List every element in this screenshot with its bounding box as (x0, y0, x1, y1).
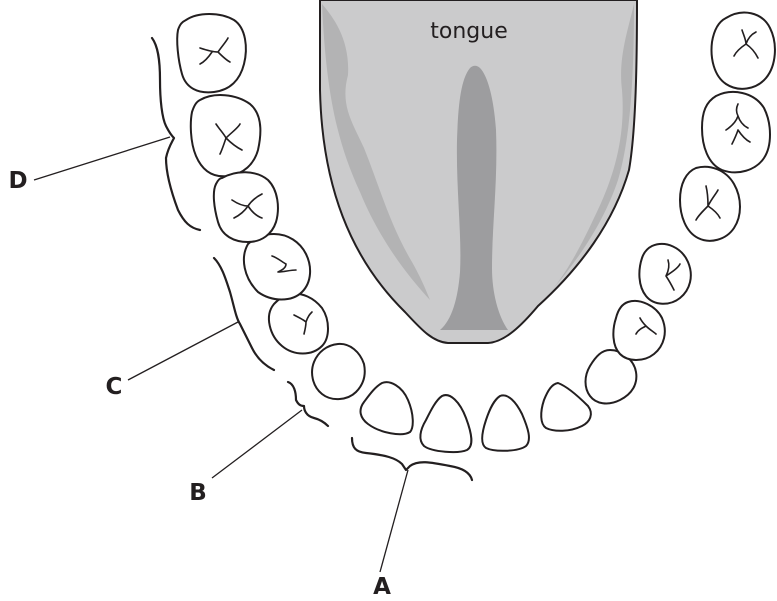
tongue-label: tongue (430, 19, 507, 44)
leader-d (34, 137, 170, 180)
molar-right-third (712, 13, 775, 89)
premolar-left-second (244, 234, 310, 300)
canines (312, 344, 636, 404)
molar-left-second (191, 95, 261, 176)
label-d: D (8, 168, 27, 194)
incisor-left-central (420, 395, 471, 452)
premolar-right-second (639, 244, 690, 304)
leader-a (380, 470, 408, 572)
premolar-left-first (269, 294, 328, 354)
leader-b (212, 410, 302, 478)
incisor-left-lateral (361, 382, 413, 434)
molar-left-first (214, 172, 278, 242)
label-b: B (189, 480, 207, 506)
tongue: tongue (320, 0, 637, 343)
incisor-right-lateral (541, 383, 591, 431)
molar-right-second (702, 92, 770, 172)
canine-left (312, 344, 365, 399)
incisor-right-central (482, 395, 529, 450)
incisors (361, 382, 591, 452)
label-c: C (106, 374, 123, 400)
label-a: A (373, 574, 391, 600)
leader-c (128, 322, 238, 380)
